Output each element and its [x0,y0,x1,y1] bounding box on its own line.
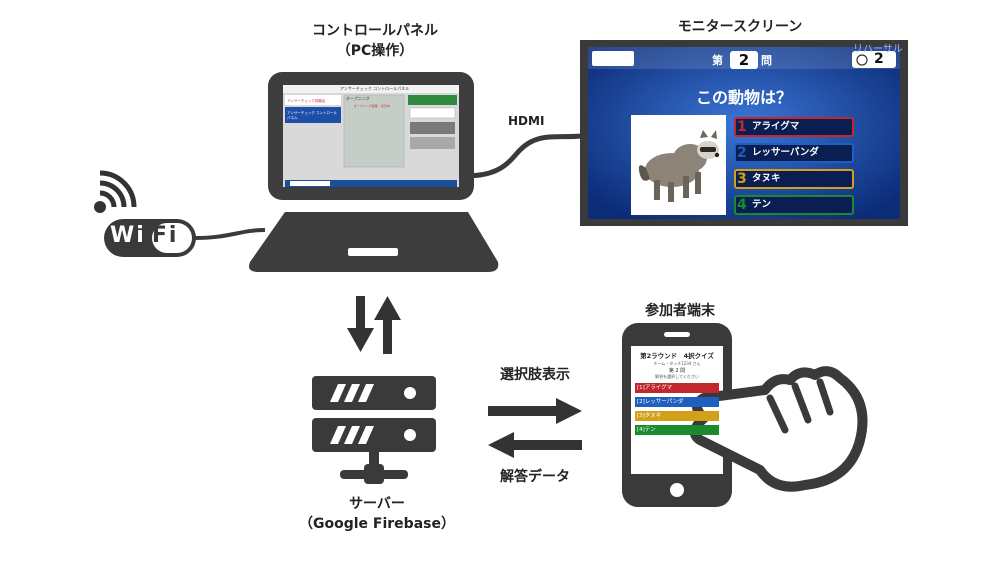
wifi-cable [194,228,266,240]
pc-screen-side-sub: アンサーチェック コントロールパネル [287,111,337,120]
wifi-icon [94,170,196,257]
phone-round-title: 第2ラウンド 4択クイズ [640,352,714,360]
hand-icon [689,366,868,492]
monitor-question: この動物は？ [695,88,792,107]
pc-label-line1: コントロールパネル [312,23,438,39]
monitor-choice-1: 1 アライグマ [734,117,854,137]
monitor-q-prefix: 第 [712,54,723,67]
pc-screen-note: オープニング画像・表示中 [354,104,390,108]
vertical-arrows [347,296,401,354]
monitor-choice-text: タヌキ [752,173,781,184]
pc-screen-section: オープニング [346,96,370,101]
pc-screen-content [283,85,459,187]
phone-label: 参加者端末 [645,303,715,319]
phone-choice-button-2[interactable]: [2]レッサーパンダ [635,397,719,407]
horizontal-arrows [488,398,582,458]
phone-instruction: 解答を選択してください [655,374,699,379]
monitor-choice-text: レッサーパンダ [752,147,819,158]
phone-choice-button-1[interactable]: [1]アライグマ [635,383,719,393]
arrow-label-to-server: 解答データ [500,469,570,485]
monitor-choice-number: 2 [737,145,747,161]
arrow-label-to-phone: 選択肢表示 [500,367,570,383]
server-label-line1: サーバー [349,496,405,512]
monitor-choice-number: 1 [737,119,747,135]
pc-label: コントロールパネル （PC操作） [300,20,450,60]
monitor-choice-4: 4 テン [734,195,854,215]
monitor-choice-number: 3 [737,171,747,187]
monitor-rehearsal: リハーサル [853,44,903,55]
pc-screen-title: アンサーチェック コントロールパネル [340,86,410,91]
monitor-choice-number: 4 [737,197,747,213]
monitor-choice-text: テン [752,199,772,210]
raccoon-picture [638,130,720,202]
phone-choice-button-4[interactable]: [4]テン [635,425,719,435]
pc-label-line2: （PC操作） [336,43,414,59]
phone-q-label: 第 2 問 [668,368,686,374]
server-icon [312,376,436,484]
monitor-choice-3: 3 タヌキ [734,169,854,189]
hdmi-label: HDMI [508,114,545,128]
hdmi-cable [454,132,591,179]
monitor-choice-2: 2 レッサーパンダ [734,143,854,163]
monitor-label: モニタースクリーン [677,19,803,35]
server-label: サーバー （Google Firebase） [292,493,462,533]
monitor-q-suffix: 問 [761,54,772,67]
pc-screen-side-title: アンサーチェック体験会 [287,99,326,103]
monitor-timer: 2 [874,51,884,67]
server-label-line2: （Google Firebase） [299,516,455,532]
monitor-choice-text: アライグマ [752,121,800,132]
monitor-q-number: 2 [738,51,750,69]
phone-team: チーム・タッチ1234 さん [653,361,701,366]
phone-choice-button-3[interactable]: [3]タヌキ [635,411,719,421]
